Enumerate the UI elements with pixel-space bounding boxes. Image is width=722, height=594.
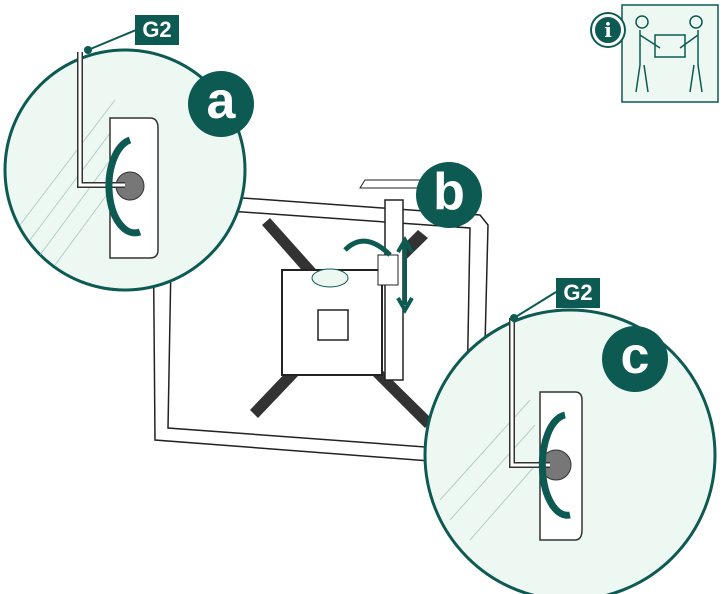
info-icon: i — [592, 14, 624, 46]
tool-g2-label-top: G2 — [135, 15, 179, 45]
step-b-badge: b — [416, 162, 482, 228]
two-person-lift-icon — [621, 4, 719, 103]
step-a-badge: a — [188, 71, 254, 137]
detail-a — [3, 29, 247, 292]
step-c-badge: c — [602, 326, 668, 392]
tool-g2-label-bottom: G2 — [556, 278, 600, 308]
rotate-arrow-icon — [343, 238, 392, 257]
up-down-arrow-icon — [396, 236, 414, 314]
